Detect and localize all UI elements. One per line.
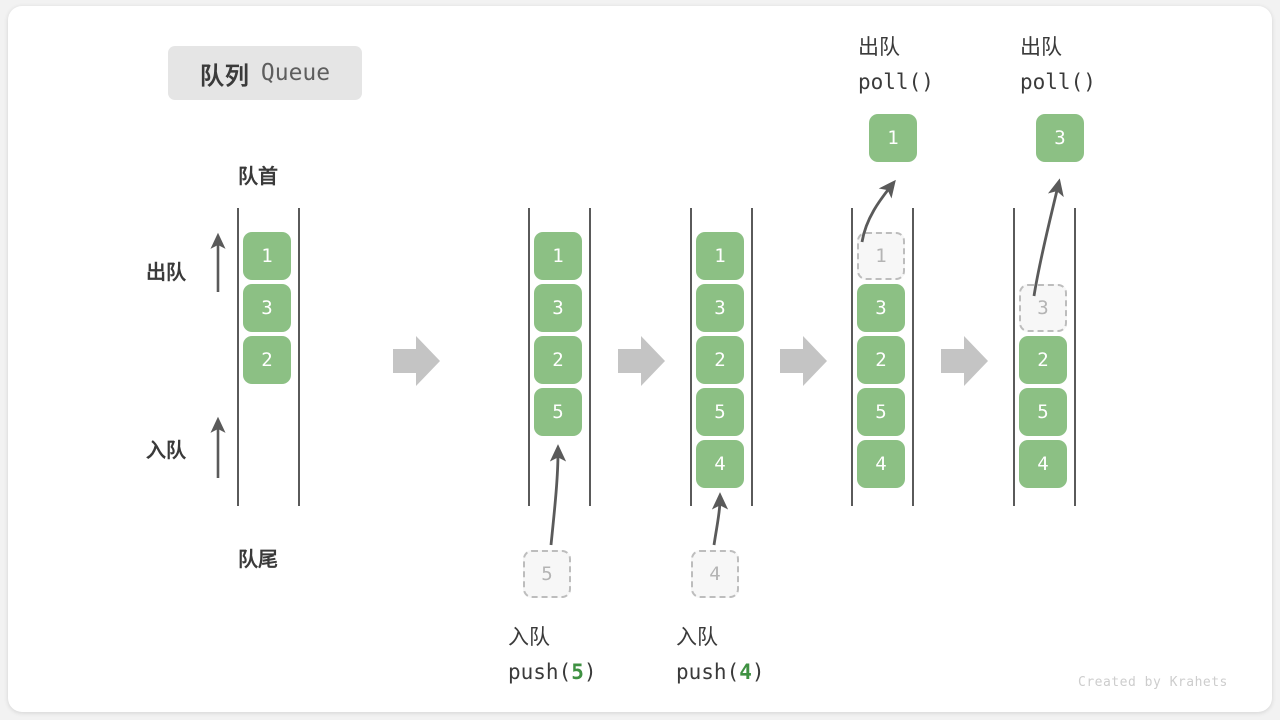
queue-element: 2	[857, 336, 905, 384]
code-prefix: poll(	[1020, 70, 1084, 94]
code-suffix: )	[921, 70, 934, 94]
code-suffix: )	[1083, 70, 1096, 94]
operation-cn: 出队	[858, 36, 900, 59]
diagram-title: 队列 Queue	[168, 46, 362, 100]
outgoing-element-3: 3	[1036, 114, 1084, 162]
rail-right-col5	[1074, 208, 1076, 506]
label-queue-front: 队首	[238, 166, 278, 188]
title-en: Queue	[260, 60, 331, 86]
operation-label-poll-1: 出队 poll()	[858, 30, 934, 100]
label-queue-rear: 队尾	[238, 549, 278, 571]
code-suffix: )	[583, 660, 597, 684]
queue-element: 2	[534, 336, 582, 384]
operation-code: poll()	[1020, 65, 1096, 100]
code-prefix: push(	[676, 660, 740, 684]
queue-element-removed: 3	[1019, 284, 1067, 332]
label-enqueue-direction: 入队	[146, 440, 186, 462]
queue-element-removed: 1	[857, 232, 905, 280]
queue-element: 5	[857, 388, 905, 436]
rail-left-col3	[690, 208, 692, 506]
rail-left-col5	[1013, 208, 1015, 506]
code-suffix: )	[751, 660, 765, 684]
rail-right-col3	[751, 208, 753, 506]
rail-left-col2	[528, 208, 530, 506]
incoming-element-4: 4	[691, 550, 739, 598]
queue-element: 1	[243, 232, 291, 280]
rail-right-col4	[912, 208, 914, 506]
queue-element: 5	[696, 388, 744, 436]
queue-element: 2	[243, 336, 291, 384]
queue-element: 4	[696, 440, 744, 488]
queue-element: 3	[534, 284, 582, 332]
queue-element: 3	[243, 284, 291, 332]
operation-code: push(5)	[508, 655, 597, 690]
incoming-element-5: 5	[523, 550, 571, 598]
outgoing-element-1: 1	[869, 114, 917, 162]
operation-cn: 入队	[508, 626, 550, 649]
flow-arrow-2	[618, 336, 665, 386]
code-prefix: poll(	[858, 70, 922, 94]
label-dequeue-direction: 出队	[146, 262, 186, 284]
operation-label-push-4: 入队 push(4)	[676, 620, 765, 690]
flow-arrow-3	[780, 336, 827, 386]
queue-element: 4	[1019, 440, 1067, 488]
operation-label-push-5: 入队 push(5)	[508, 620, 597, 690]
flow-arrow-4	[941, 336, 988, 386]
flow-arrow-1	[393, 336, 440, 386]
code-arg: 5	[571, 660, 584, 684]
rail-left-col4	[851, 208, 853, 506]
operation-cn: 出队	[1020, 36, 1062, 59]
queue-element: 5	[1019, 388, 1067, 436]
operation-label-poll-3: 出队 poll()	[1020, 30, 1096, 100]
code-prefix: push(	[508, 660, 572, 684]
queue-element: 1	[696, 232, 744, 280]
queue-element: 2	[696, 336, 744, 384]
queue-element: 5	[534, 388, 582, 436]
push-4-arrow	[711, 492, 729, 546]
operation-code: push(4)	[676, 655, 765, 690]
poll-3-arrow	[1032, 178, 1064, 297]
queue-element: 3	[696, 284, 744, 332]
rail-right-col1	[298, 208, 300, 506]
operation-code: poll()	[858, 65, 934, 100]
push-5-arrow	[549, 444, 567, 546]
rail-left-col1	[237, 208, 239, 506]
queue-element: 2	[1019, 336, 1067, 384]
credit-watermark: Created by Krahets	[1078, 675, 1228, 690]
rail-right-col2	[589, 208, 591, 506]
queue-element: 1	[534, 232, 582, 280]
queue-element: 4	[857, 440, 905, 488]
code-arg: 4	[739, 660, 752, 684]
title-cn: 队列	[199, 62, 250, 90]
queue-element: 3	[857, 284, 905, 332]
operation-cn: 入队	[676, 626, 718, 649]
